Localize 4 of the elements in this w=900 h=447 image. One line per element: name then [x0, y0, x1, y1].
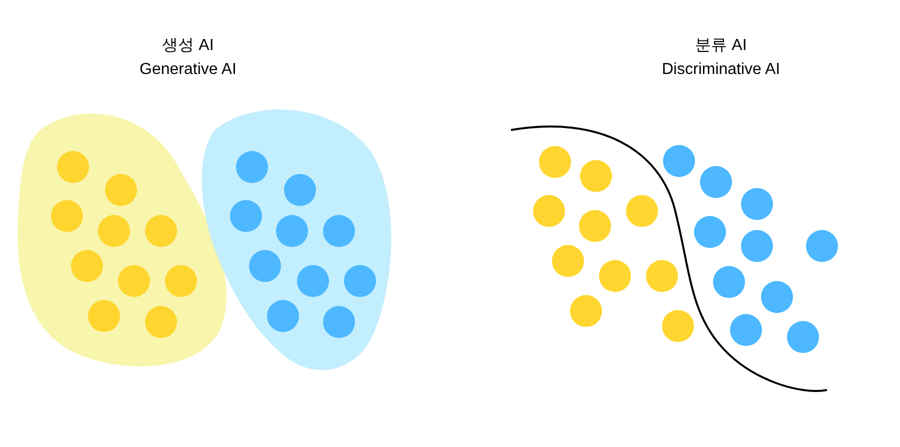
heading-text: 생성 AI — [162, 36, 214, 56]
heading-text: Discriminative AI — [662, 60, 780, 80]
heading-text: Generative AI — [140, 60, 236, 80]
heading-text: 분류 AI — [695, 36, 747, 56]
